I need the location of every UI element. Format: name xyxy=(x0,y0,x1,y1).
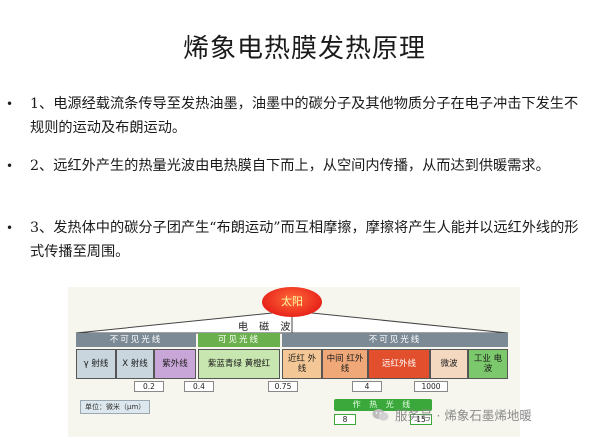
band-uv: 紫外线 xyxy=(154,349,196,379)
header-visible: 可见光线 xyxy=(198,333,280,347)
band-mid-ir: 中间 红外线 xyxy=(322,349,368,379)
band-near-ir: 近红 外线 xyxy=(282,349,322,379)
wechat-icon xyxy=(372,408,389,421)
bullet-dot-icon: • xyxy=(6,97,14,111)
bullet-dot-icon: • xyxy=(6,159,14,173)
wavelength-tick: 0.4 xyxy=(184,381,214,392)
wavelength-tick: 0.2 xyxy=(134,381,164,392)
bullet-text: 3、发热体中的碳分子团产生“布朗运动”而互相摩擦，摩擦将产生人能并以远红外线的形… xyxy=(30,220,579,260)
band-far-ir: 远红外线 xyxy=(368,349,430,379)
bullet-item: • 3、发热体中的碳分子团产生“布朗运动”而互相摩擦，摩擦将产生人能并以远红外线… xyxy=(6,216,590,264)
bullet-text: 2、远红外产生的热量光波由电热膜自下而上，从空间内传播，从而达到供暖需求。 xyxy=(30,158,550,174)
range-tick: 15 xyxy=(410,414,432,425)
em-wave-label: 电 磁 波 xyxy=(238,322,295,333)
wavelength-tick: 4 xyxy=(352,381,382,392)
sun-label: 太阳 xyxy=(281,295,303,308)
range-tick: 8 xyxy=(334,414,356,425)
wavelength-tick: 0.75 xyxy=(268,381,298,392)
sun-icon: 太阳 xyxy=(262,287,322,317)
unit-label: 单位：微米（μm） xyxy=(80,400,151,414)
watermark: 服务号 · 烯象石墨烯地暖 xyxy=(372,405,532,424)
spectrum-diagram: 太阳 电 磁 波 不可见光线 可见光线 不可见光线 γ 射线 X 射线 紫外线 … xyxy=(68,287,520,437)
band-radio: 工业 电波 xyxy=(468,349,508,379)
band-visible: 紫蓝青绿 黄橙红 xyxy=(198,349,280,379)
bullet-item: • 1、电源经载流条传导至发热油墨，油墨中的碳分子及其他物质分子在电子冲击下发生… xyxy=(6,92,590,140)
bullet-item: • 2、远红外产生的热量光波由电热膜自下而上，从空间内传播，从而达到供暖需求。 xyxy=(6,154,590,178)
watermark-text: 服务号 · 烯象石墨烯地暖 xyxy=(395,408,532,423)
bullet-text: 1、电源经载流条传导至发热油墨，油墨中的碳分子及其他物质分子在电子冲击下发生不规… xyxy=(30,96,579,136)
header-invisible-right: 不可见光线 xyxy=(282,333,508,347)
bullet-dot-icon: • xyxy=(6,221,14,235)
band-xray: X 射线 xyxy=(116,349,154,379)
slide-title: 烯象电热膜发热原理 xyxy=(182,34,426,64)
working-range-bar: 作 热 光 线 xyxy=(334,399,432,411)
wavelength-tick: 1000 xyxy=(414,381,448,392)
header-invisible-left: 不可见光线 xyxy=(76,333,196,347)
band-microwave: 微波 xyxy=(430,349,468,379)
band-gamma: γ 射线 xyxy=(76,349,116,379)
